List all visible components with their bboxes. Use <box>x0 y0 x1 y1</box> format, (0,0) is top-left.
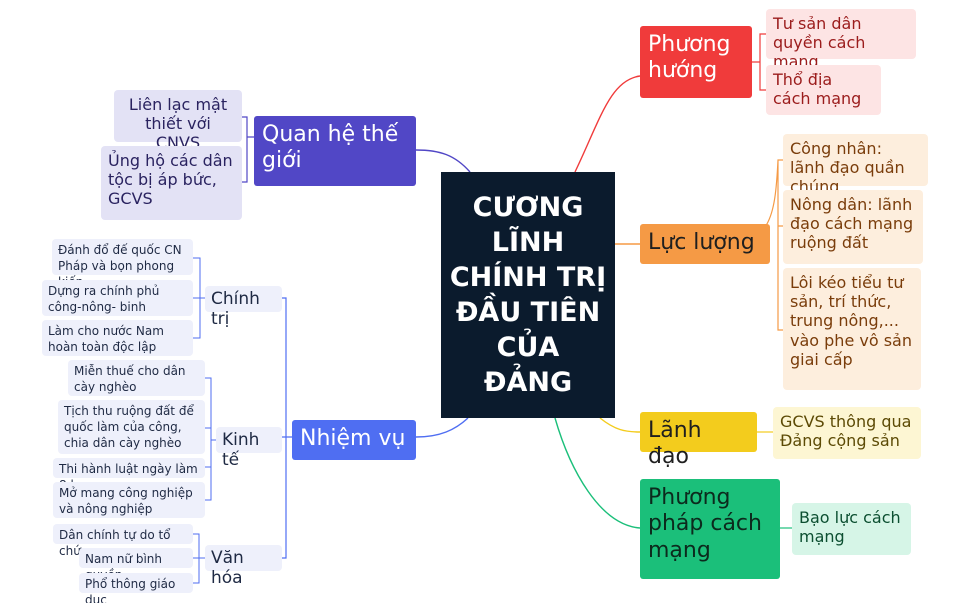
leaf-chinh-tri-3[interactable]: Làm cho nước Nam hoàn toàn độc lập <box>42 320 193 356</box>
node-lanh-dao[interactable]: Lãnh đạo <box>640 412 757 469</box>
leaf-van-hoa-3[interactable]: Phổ thông giáo dục <box>79 573 193 603</box>
node-nhiem-vu[interactable]: Nhiệm vụ <box>292 420 416 460</box>
leaf-phuong-huong-1[interactable]: Tư sản dân quyền cách mạng <box>766 9 916 71</box>
leaf-quan-he-1[interactable]: Liên lạc mật thiết với CNVS <box>114 90 242 152</box>
leaf-luc-luong-3[interactable]: Lôi kéo tiểu tư sản, trí thức, trung nôn… <box>783 268 921 390</box>
connector-phuong-phap <box>554 417 641 529</box>
node-phuong-phap[interactable]: Phương pháp cách mạng <box>640 479 780 579</box>
node-luc-luong[interactable]: Lực lượng <box>640 224 770 264</box>
leaf-chinh-tri-2[interactable]: Dựng ra chính phủ công-nông- binh <box>42 280 193 316</box>
connector-quan-he <box>415 149 471 173</box>
connector-phuong-huong <box>574 75 641 173</box>
leaf-kinh-te-4[interactable]: Mở mang công nghiệp và nông nghiệp <box>53 482 205 518</box>
leaf-luc-luong-2[interactable]: Nông dân: lãnh đạo cách mạng ruộng đất <box>783 190 923 264</box>
leaf-quan-he-2[interactable]: Ủng hộ các dân tộc bị áp bức, GCVS <box>101 146 242 220</box>
connector-lanh-dao <box>599 417 641 433</box>
node-chinh-tri[interactable]: Chính trị <box>205 286 282 329</box>
leaf-lanh-dao-1[interactable]: GCVS thông qua Đảng cộng sản <box>773 407 921 459</box>
leaf-kinh-te-1[interactable]: Miễn thuế cho dân cày nghèo <box>68 360 205 396</box>
node-quan-he[interactable]: Quan hệ thế giới <box>254 116 416 186</box>
node-kinh-te[interactable]: Kinh tế <box>216 427 282 470</box>
leaf-kinh-te-3[interactable]: Thi hành luật ngày làm 8 h <box>53 458 205 492</box>
node-van-hoa[interactable]: Văn hóa <box>205 545 282 588</box>
leaf-van-hoa-2[interactable]: Nam nữ bình quyền <box>79 548 193 582</box>
leaf-phuong-phap-1[interactable]: Bạo lực cách mạng <box>792 503 911 555</box>
leaf-van-hoa-1[interactable]: Dân chính tự do tổ chức <box>53 524 193 558</box>
node-phuong-huong[interactable]: Phương hướng <box>640 26 752 98</box>
center-title[interactable]: CƯƠNG LĨNH CHÍNH TRỊ ĐẦU TIÊN CỦA ĐẢNG <box>441 172 615 418</box>
leaf-luc-luong-1[interactable]: Công nhân: lãnh đạo quần chúng <box>783 134 928 196</box>
leaf-phuong-huong-2[interactable]: Thổ địa cách mạng <box>766 65 881 115</box>
connector-nhiem-vu <box>415 417 469 438</box>
leaf-kinh-te-2[interactable]: Tịch thu ruộng đất để quốc làm của công,… <box>58 400 205 454</box>
leaf-chinh-tri-1[interactable]: Đánh đổ đế quốc CN Pháp và bọn phong kiế… <box>52 239 193 289</box>
